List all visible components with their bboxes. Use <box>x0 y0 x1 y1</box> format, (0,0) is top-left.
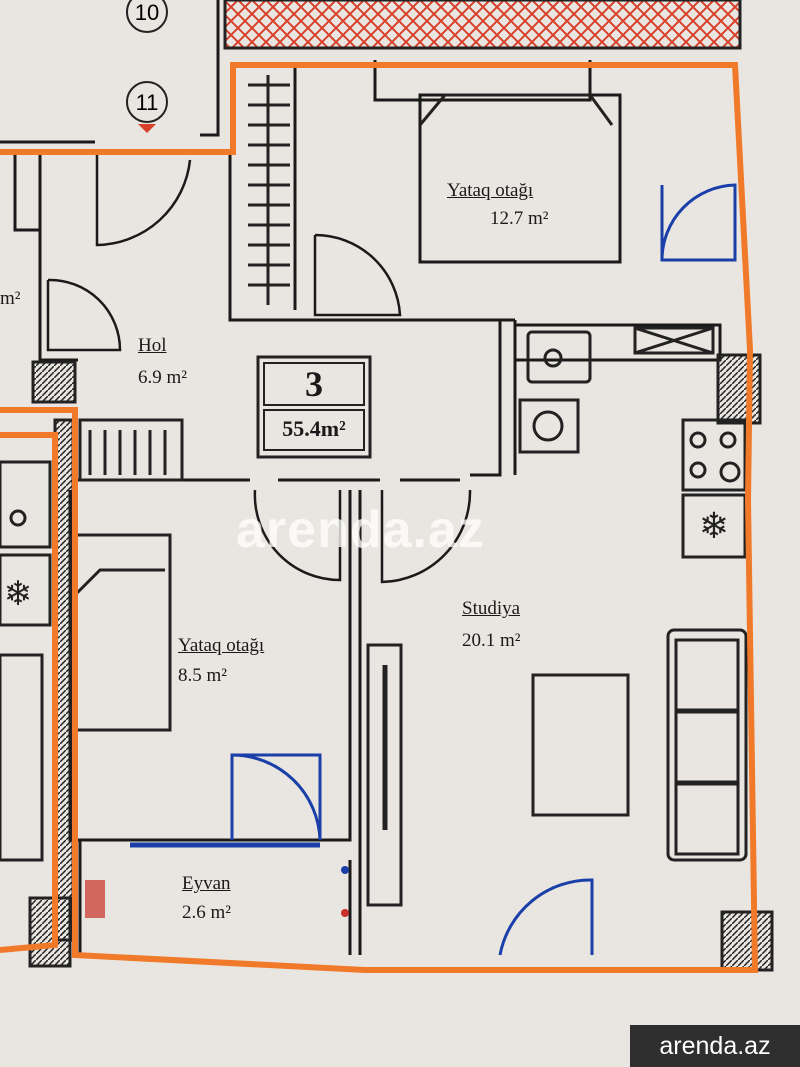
svg-text:❄: ❄ <box>4 576 33 613</box>
wardrobe-hall <box>78 418 184 482</box>
room-area-hall: 6.9 m² <box>138 367 187 388</box>
svg-text:❄: ❄ <box>699 506 729 546</box>
room-name-bedroom-large: Yataq otağı <box>447 180 534 201</box>
apartment-total-area: 55.4m² <box>282 416 346 441</box>
apartment-outline <box>0 62 759 973</box>
marker-10 <box>126 0 168 33</box>
neighbor-hatch <box>223 0 742 50</box>
room-name-hall: Hol <box>138 335 167 356</box>
marker-10-label: 10 <box>134 0 160 25</box>
kitchen: ❄ <box>518 326 747 559</box>
bed-large <box>418 93 614 126</box>
apartment-label-box <box>256 355 372 459</box>
marker-11-label: 11 <box>135 90 159 115</box>
room-area-bedroom-small: 8.5 m² <box>178 665 227 686</box>
watermark: arenda.az <box>236 501 485 559</box>
room-name-studio: Studiya <box>462 598 521 619</box>
wardrobe-top <box>248 75 290 305</box>
walls <box>0 0 722 955</box>
doors <box>46 150 472 584</box>
column-unit <box>366 643 403 907</box>
coffee-table <box>531 673 630 817</box>
columns <box>28 353 774 972</box>
room-area-studio: 20.1 m² <box>462 630 521 651</box>
marker-11 <box>126 81 168 123</box>
apartment-number: 3 <box>305 364 323 404</box>
site-badge: arenda.az <box>630 1025 800 1067</box>
sofa <box>666 628 748 862</box>
room-area-partial-left: m² <box>0 288 21 309</box>
left-unit: ❄ <box>0 460 52 862</box>
room-area-balcony: 2.6 m² <box>182 902 231 923</box>
room-area-bedroom-large: 12.7 m² <box>490 208 549 229</box>
bed-small <box>68 533 172 732</box>
balcony-doors <box>130 183 737 956</box>
room-name-balcony: Eyvan <box>182 873 231 894</box>
room-name-bedroom-small: Yataq otağı <box>178 635 265 656</box>
